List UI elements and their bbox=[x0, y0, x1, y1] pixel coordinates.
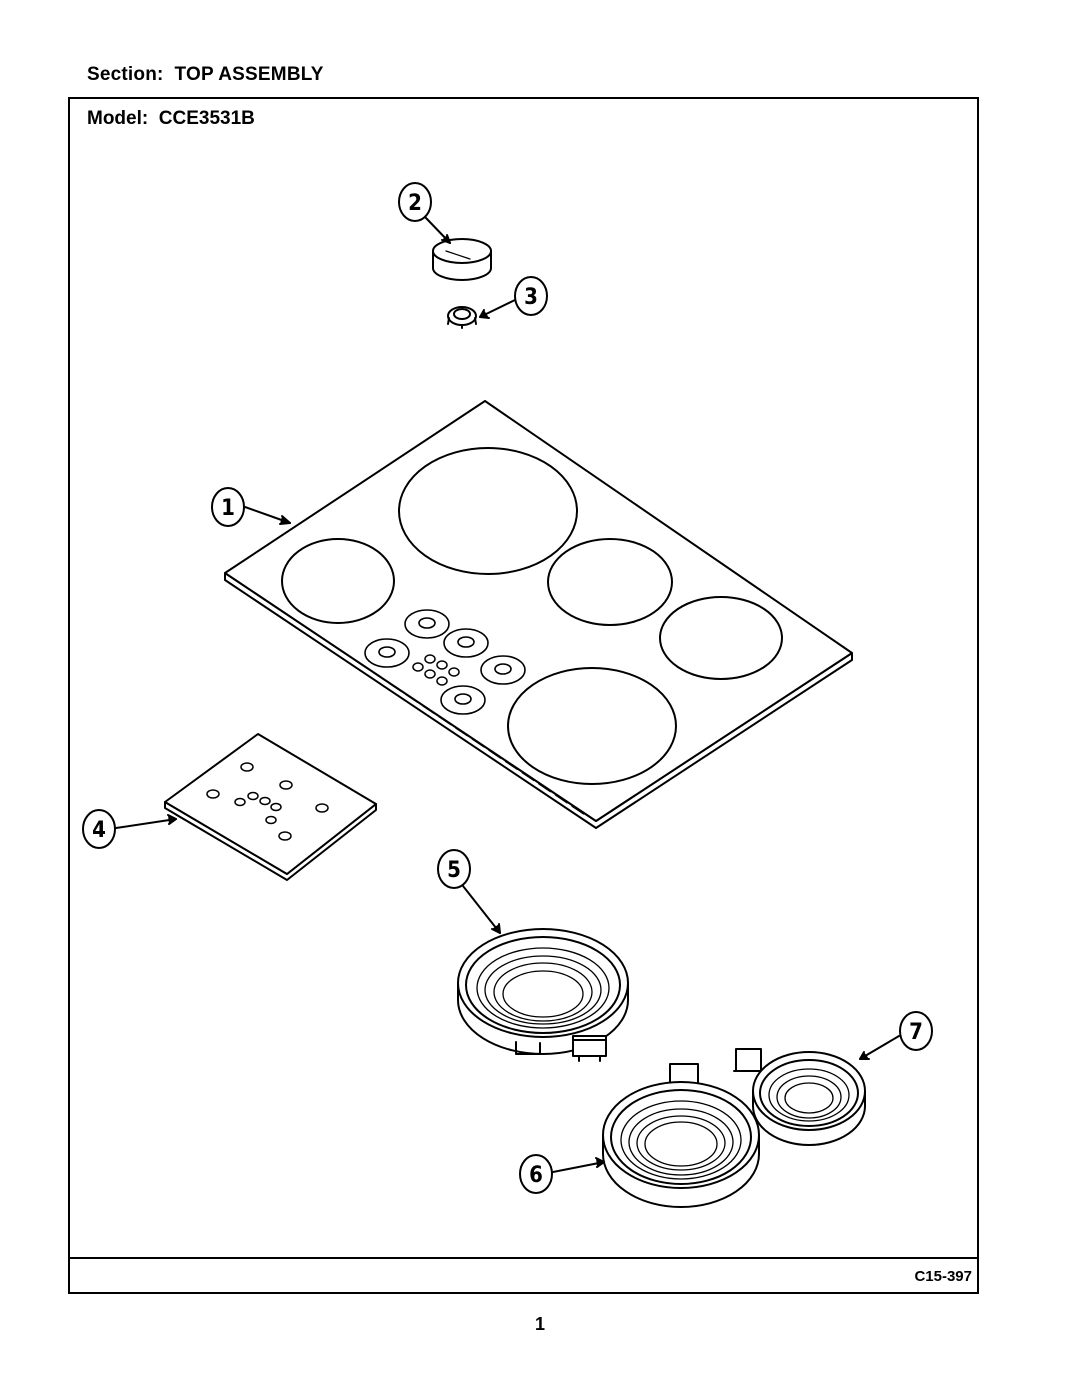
callout-5: 5 bbox=[437, 849, 501, 934]
callout-5-label: 5 bbox=[447, 858, 461, 883]
callout-4: 4 bbox=[82, 809, 177, 849]
callout-2: 2 bbox=[398, 182, 451, 244]
callout-1-label: 1 bbox=[221, 496, 235, 521]
knob-bezels bbox=[364, 609, 526, 715]
section-title: Section: TOP ASSEMBLY bbox=[87, 64, 324, 85]
page-number: 1 bbox=[534, 1314, 545, 1334]
burner-outline-right bbox=[659, 596, 783, 680]
diagram-frame bbox=[68, 97, 979, 1294]
part-radiant-element-large bbox=[457, 928, 629, 1062]
part-radiant-element-small bbox=[733, 1048, 866, 1146]
callout-7-label: 7 bbox=[909, 1020, 923, 1045]
indicator-holes bbox=[412, 654, 460, 686]
part-radiant-element-front bbox=[602, 1063, 760, 1208]
model-title: Model: CCE3531B bbox=[87, 108, 255, 129]
footer-divider bbox=[68, 1257, 979, 1259]
callout-6-label: 6 bbox=[529, 1163, 543, 1188]
callout-2-label: 2 bbox=[408, 191, 422, 216]
burner-outline-front-large bbox=[507, 667, 677, 785]
callout-4-label: 4 bbox=[92, 818, 106, 843]
callout-7: 7 bbox=[859, 1011, 933, 1060]
part-knob-insert bbox=[447, 306, 477, 329]
callout-6: 6 bbox=[519, 1154, 605, 1194]
burner-outline-rear-large bbox=[398, 447, 578, 575]
part-knob bbox=[432, 238, 492, 281]
callout-3-label: 3 bbox=[524, 285, 538, 310]
part-glass-cooktop bbox=[224, 400, 853, 829]
part-control-plate bbox=[164, 733, 377, 881]
callout-3: 3 bbox=[479, 276, 548, 319]
figure-code: C15-397 bbox=[914, 1268, 972, 1285]
burner-outline-center-right bbox=[547, 538, 673, 626]
burner-outline-left bbox=[281, 538, 395, 624]
callout-1: 1 bbox=[211, 487, 291, 527]
